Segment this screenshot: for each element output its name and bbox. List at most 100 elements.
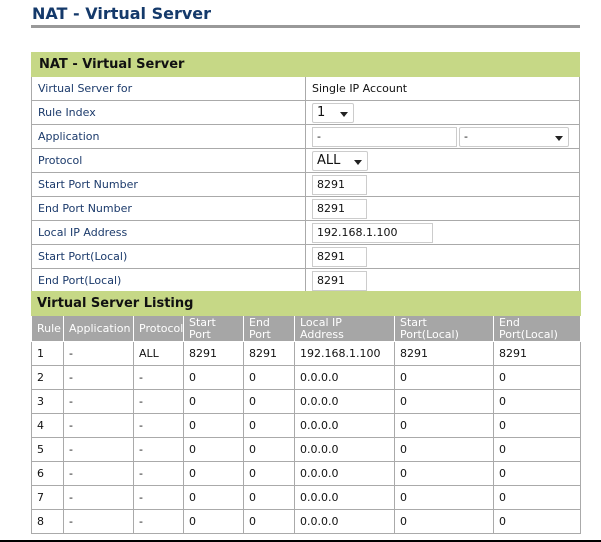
- start-port-local-input[interactable]: 8291: [312, 246, 367, 267]
- start-port-input[interactable]: 8291: [312, 174, 367, 195]
- table-cell: 0: [183, 485, 244, 510]
- table-cell: 0: [243, 413, 295, 438]
- table-cell: 7: [31, 485, 64, 510]
- table-cell: -: [63, 389, 134, 414]
- table-cell: ALL: [133, 341, 184, 366]
- table-cell: 0: [394, 365, 494, 390]
- protocol-label: Protocol: [31, 148, 306, 173]
- table-cell: 0: [183, 413, 244, 438]
- table-cell: 0: [183, 365, 244, 390]
- table-cell: 0: [243, 437, 295, 462]
- form-section-title: NAT - Virtual Server: [31, 52, 580, 77]
- table-cell: -: [63, 485, 134, 510]
- table-cell: 0: [492, 389, 582, 414]
- table-cell: 0: [394, 437, 494, 462]
- table-cell: 0: [243, 485, 295, 510]
- table-cell: 0: [183, 509, 244, 534]
- column-header: Local IP Address: [294, 315, 395, 342]
- column-header: Application: [63, 315, 134, 342]
- table-cell: 192.168.1.100: [294, 341, 395, 366]
- table-cell: -: [63, 461, 134, 486]
- table-cell: -: [133, 485, 184, 510]
- rule-index-select[interactable]: 1: [312, 102, 354, 123]
- table-cell: -: [63, 509, 134, 534]
- chevron-down-icon: [555, 135, 563, 141]
- table-cell: 0: [492, 413, 582, 438]
- end-port-local-label: End Port(Local): [31, 268, 306, 293]
- column-header: Rule: [31, 315, 64, 342]
- local-ip-input[interactable]: 192.168.1.100: [312, 222, 433, 243]
- table-cell: 0: [394, 461, 494, 486]
- column-header: Protocol: [133, 315, 184, 342]
- rule-index-label: Rule Index: [31, 100, 306, 125]
- column-header: End Port: [243, 315, 295, 342]
- table-cell: 0: [183, 437, 244, 462]
- column-header: End Port(Local): [492, 315, 582, 342]
- protocol-select[interactable]: ALL: [312, 150, 368, 171]
- table-cell: 0: [243, 509, 295, 534]
- start-port-label: Start Port Number: [31, 172, 306, 197]
- table-cell: -: [63, 413, 134, 438]
- start-port-local-label: Start Port(Local): [31, 244, 306, 269]
- table-cell: 0: [394, 509, 494, 534]
- table-cell: 0: [492, 461, 582, 486]
- title-divider: [31, 25, 580, 28]
- rule-index-value: 1: [317, 104, 326, 120]
- end-port-label: End Port Number: [31, 196, 306, 221]
- table-cell: 0.0.0.0: [294, 509, 395, 534]
- table-cell: 5: [31, 437, 64, 462]
- table-cell: 0.0.0.0: [294, 461, 395, 486]
- application-input[interactable]: -: [312, 126, 457, 147]
- table-cell: 3: [31, 389, 64, 414]
- table-cell: 0.0.0.0: [294, 413, 395, 438]
- application-label: Application: [31, 124, 306, 149]
- table-cell: 0: [183, 461, 244, 486]
- application-select[interactable]: -: [459, 126, 569, 147]
- column-header: Start Port(Local): [394, 315, 494, 342]
- chevron-down-icon: [354, 159, 362, 165]
- protocol-value: ALL: [317, 152, 341, 168]
- column-header: Start Port: [183, 315, 244, 342]
- table-cell: 0.0.0.0: [294, 485, 395, 510]
- virtual-server-form: NAT - Virtual Server Virtual Server for …: [31, 52, 580, 293]
- table-cell: 0: [183, 389, 244, 414]
- table-cell: 8291: [394, 341, 494, 366]
- table-cell: -: [133, 461, 184, 486]
- table-cell: -: [133, 365, 184, 390]
- table-cell: -: [63, 437, 134, 462]
- chevron-down-icon: [340, 111, 348, 117]
- table-cell: -: [63, 341, 134, 366]
- end-port-input[interactable]: 8291: [312, 198, 367, 219]
- table-cell: 0: [394, 389, 494, 414]
- table-cell: 0: [492, 509, 582, 534]
- virtual-server-for-label: Virtual Server for: [31, 76, 306, 101]
- table-cell: 2: [31, 365, 64, 390]
- end-port-local-input[interactable]: 8291: [312, 270, 367, 291]
- table-cell: 0.0.0.0: [294, 437, 395, 462]
- listing-section-title: Virtual Server Listing: [30, 291, 582, 316]
- application-select-value: -: [464, 129, 468, 143]
- table-cell: 4: [31, 413, 64, 438]
- page-title: NAT - Virtual Server: [32, 4, 212, 23]
- local-ip-label: Local IP Address: [31, 220, 306, 245]
- table-cell: 6: [31, 461, 64, 486]
- table-cell: 0: [243, 389, 295, 414]
- table-cell: 0: [394, 485, 494, 510]
- table-cell: 0: [492, 485, 582, 510]
- table-cell: 0: [243, 365, 295, 390]
- table-cell: 0.0.0.0: [294, 365, 395, 390]
- virtual-server-for-value: Single IP Account: [305, 76, 580, 101]
- table-cell: 0: [492, 365, 582, 390]
- table-cell: 8: [31, 509, 64, 534]
- window-edge: [0, 540, 601, 542]
- table-cell: 8291: [243, 341, 295, 366]
- table-cell: 0: [492, 437, 582, 462]
